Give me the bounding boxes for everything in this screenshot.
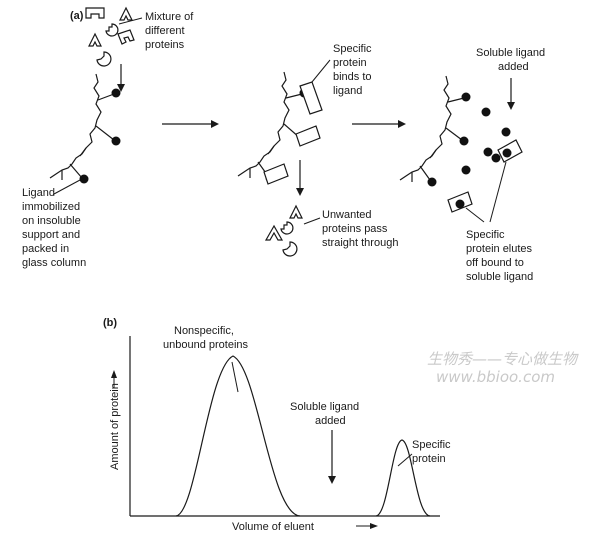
step-arrow-2 — [352, 120, 406, 128]
soluble-ligand-dots — [461, 107, 511, 175]
elutes-label: Specific protein elutes off bound to sol… — [466, 229, 535, 283]
mixture-label: Mixture of different proteins — [145, 11, 196, 51]
peak1-label: Nonspecific, unbound proteins — [163, 325, 249, 351]
peak1-leader-line — [231, 361, 239, 393]
binds-leader-line — [311, 59, 331, 83]
specific-protein-peak — [375, 439, 431, 517]
support-column-3 — [399, 75, 471, 187]
site-watermark: 生物秀——专心做生物 www.bbioo.com — [427, 350, 579, 386]
x-axis-arrow — [356, 523, 378, 529]
mixture-down-arrow — [117, 64, 125, 92]
unwanted-leader-line — [303, 217, 321, 225]
ligand-added-arrow-a — [507, 78, 515, 110]
x-axis-label: Volume of eluent — [232, 521, 314, 533]
panel-a-label: (a) — [70, 10, 84, 22]
support-column-1 — [49, 73, 121, 184]
support-column-2 — [237, 71, 323, 185]
ligand-added-label-b: Soluble ligand added — [290, 401, 362, 427]
ligand-added-arrow-b — [328, 430, 336, 484]
ligand-label: Ligand immobilized on insoluble support … — [22, 187, 86, 269]
svg-text:生物秀——专心做生物: 生物秀——专心做生物 — [427, 350, 579, 368]
elution-plot-axes — [129, 336, 440, 517]
svg-text:www.bbioo.com: www.bbioo.com — [436, 368, 555, 386]
step-arrow-1 — [162, 120, 219, 128]
y-axis-label: Amount of protein — [109, 383, 121, 470]
panel-b-label: (b) — [103, 317, 117, 329]
ligand-leader-line — [53, 179, 81, 195]
eluted-protein-icons — [447, 139, 523, 213]
pass-through-arrow — [296, 160, 304, 196]
y-axis-arrow — [111, 370, 117, 388]
mixture-leader-line — [118, 17, 143, 25]
unbound-protein-peak — [175, 355, 301, 517]
unwanted-protein-icons — [264, 204, 303, 257]
peak2-leader-line — [397, 453, 413, 467]
elutes-leader-lines — [465, 161, 507, 223]
unwanted-label: Unwanted proteins pass straight through — [322, 209, 398, 249]
peak2-label: Specific protein — [412, 439, 454, 465]
ligand-added-label-a: Soluble ligand added — [476, 47, 548, 73]
binds-label: Specific protein binds to ligand — [333, 43, 375, 97]
protein-mixture-icons — [85, 6, 135, 67]
